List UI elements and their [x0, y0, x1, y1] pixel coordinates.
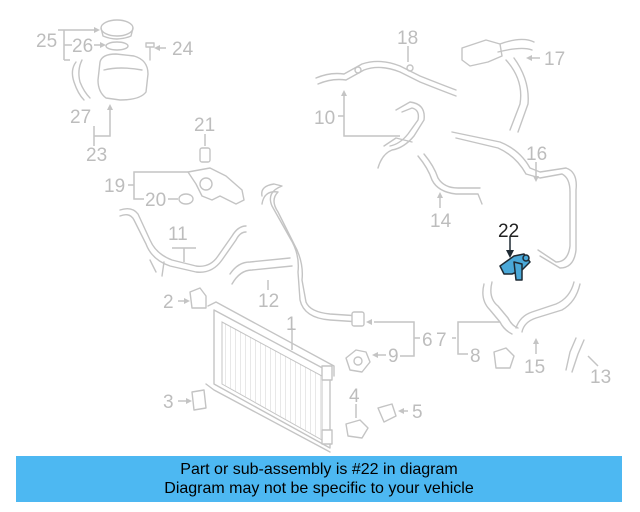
callout-24: 24 — [172, 39, 194, 60]
reservoir-hose — [71, 59, 91, 101]
callout-19: 19 — [104, 176, 125, 197]
callout-1: 1 — [286, 314, 297, 335]
cap-seal — [105, 41, 129, 51]
callout-20: 20 — [145, 190, 166, 211]
hose-18 — [315, 60, 457, 97]
callout-23: 23 — [86, 145, 107, 166]
callout-8: 8 — [470, 346, 481, 367]
hose-10 — [377, 101, 425, 169]
hose-14 — [417, 153, 483, 205]
callout-22-arrow — [506, 250, 514, 258]
callout-11: 11 — [168, 224, 188, 245]
thermostat-housing — [187, 167, 245, 205]
callout-3: 3 — [163, 392, 174, 413]
callout-5: 5 — [412, 402, 423, 423]
callout-18: 18 — [397, 28, 418, 49]
hose-15 — [515, 281, 581, 333]
hose-16 — [451, 131, 577, 269]
callout-13: 13 — [590, 367, 611, 388]
part-22-highlighted[interactable] — [499, 253, 531, 281]
callout-25: 25 — [36, 31, 57, 52]
callout-27: 27 — [70, 107, 91, 128]
callout-21: 21 — [194, 115, 215, 136]
callout-9: 9 — [388, 346, 399, 367]
connector-9 — [345, 349, 371, 373]
callout-15: 15 — [524, 357, 545, 378]
info-banner: Part or sub-assembly is #22 in diagram D… — [16, 456, 622, 502]
callout-12: 12 — [258, 291, 279, 312]
bracket-2 — [189, 287, 207, 309]
banner-line-2: Diagram may not be specific to your vehi… — [164, 480, 474, 497]
coolant-reservoir — [97, 53, 149, 101]
callout-16: 16 — [526, 144, 547, 165]
upper-hose-12 — [229, 183, 365, 327]
reservoir-cap — [100, 19, 134, 40]
callout-10: 10 — [314, 108, 335, 129]
hose-7 — [482, 281, 519, 335]
hose-13 — [565, 337, 585, 373]
callout-17: 17 — [544, 49, 565, 70]
hose-17 — [461, 38, 535, 133]
callout-2: 2 — [163, 292, 174, 313]
coolant-pipe-11 — [119, 207, 247, 277]
radiator — [205, 301, 335, 453]
callout-4: 4 — [349, 386, 360, 407]
callout-7: 7 — [436, 330, 447, 351]
callout-6: 6 — [422, 330, 433, 351]
connector-8 — [493, 347, 515, 369]
bolt-24 — [145, 42, 155, 61]
sensor-5 — [377, 403, 397, 423]
callout-26: 26 — [72, 36, 93, 57]
callout-22[interactable]: 22 — [498, 221, 519, 242]
banner-line-1: Part or sub-assembly is #22 in diagram — [180, 461, 458, 478]
callout-14: 14 — [430, 211, 452, 232]
parts-diagram: 25 26 24 27 23 21 19 20 11 2 3 — [36, 19, 611, 453]
bracket-3 — [191, 389, 207, 411]
sensor-21 — [199, 147, 211, 163]
gasket-20 — [178, 193, 194, 205]
sensor-4 — [345, 419, 369, 439]
